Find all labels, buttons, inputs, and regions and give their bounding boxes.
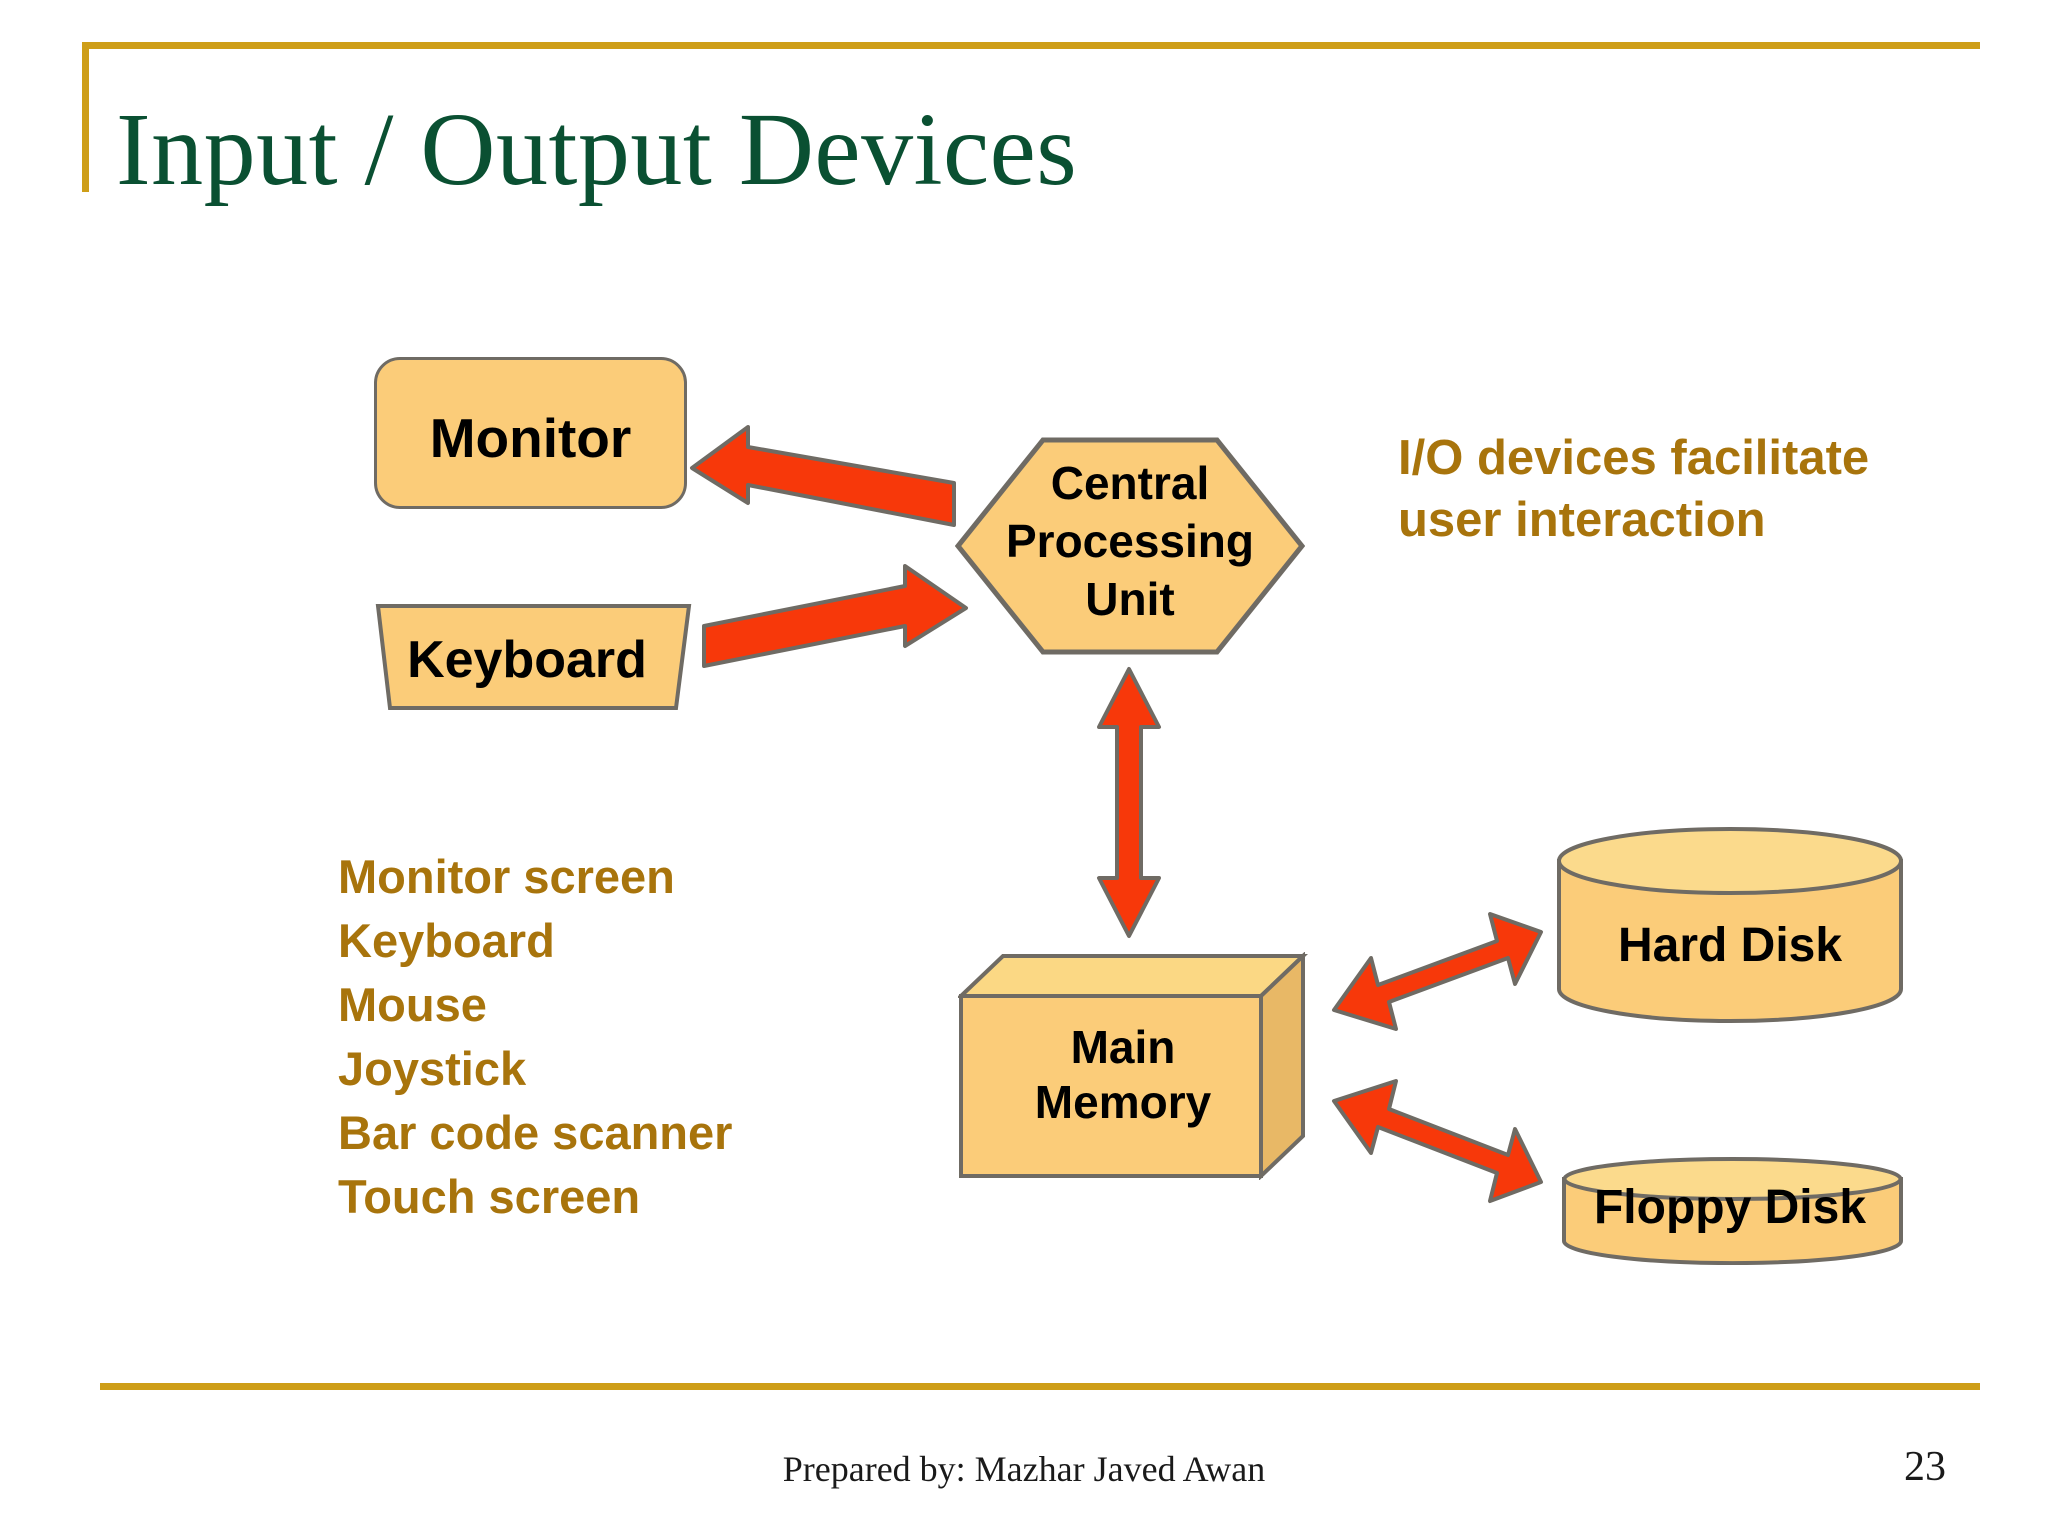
list-item: Joystick	[338, 1041, 527, 1095]
left-rule	[82, 42, 89, 192]
arrow-memory-to-hard-disk	[1330, 910, 1545, 1035]
top-rule	[82, 42, 1980, 49]
keyboard-shape	[362, 603, 692, 711]
hard-disk-shape	[1555, 825, 1905, 1025]
list-item: Keyboard	[338, 913, 555, 967]
io-note-line1: I/O devices facilitate	[1398, 431, 1870, 485]
list-item: Touch screen	[338, 1169, 641, 1223]
arrow-memory-to-floppy-disk	[1330, 1075, 1545, 1205]
page-title: Input / Output Devices	[116, 92, 1078, 207]
io-note-line2: user interaction	[1398, 492, 1766, 547]
device-list: Monitor screen Keyboard Mouse Joystick B…	[338, 845, 732, 1228]
list-item: Monitor screen	[338, 850, 675, 903]
main-memory-shape	[958, 952, 1308, 1180]
list-item: Bar code scanner	[338, 1105, 733, 1159]
arrow-keyboard-to-cpu	[700, 560, 970, 670]
floppy-disk-shape	[1560, 1155, 1905, 1265]
bottom-rule	[100, 1383, 1980, 1390]
list-item: Mouse	[338, 977, 487, 1031]
arrow-cpu-to-monitor	[688, 425, 958, 530]
cpu-shape	[955, 437, 1305, 655]
monitor-shape	[374, 357, 687, 509]
page-number: 23	[1904, 1444, 1946, 1490]
io-note: I/O devices facilitate user interaction	[1398, 428, 2038, 551]
footer-credit: Prepared by: Mazhar Javed Awan	[782, 1449, 1266, 1489]
arrow-cpu-to-memory	[1095, 665, 1163, 940]
